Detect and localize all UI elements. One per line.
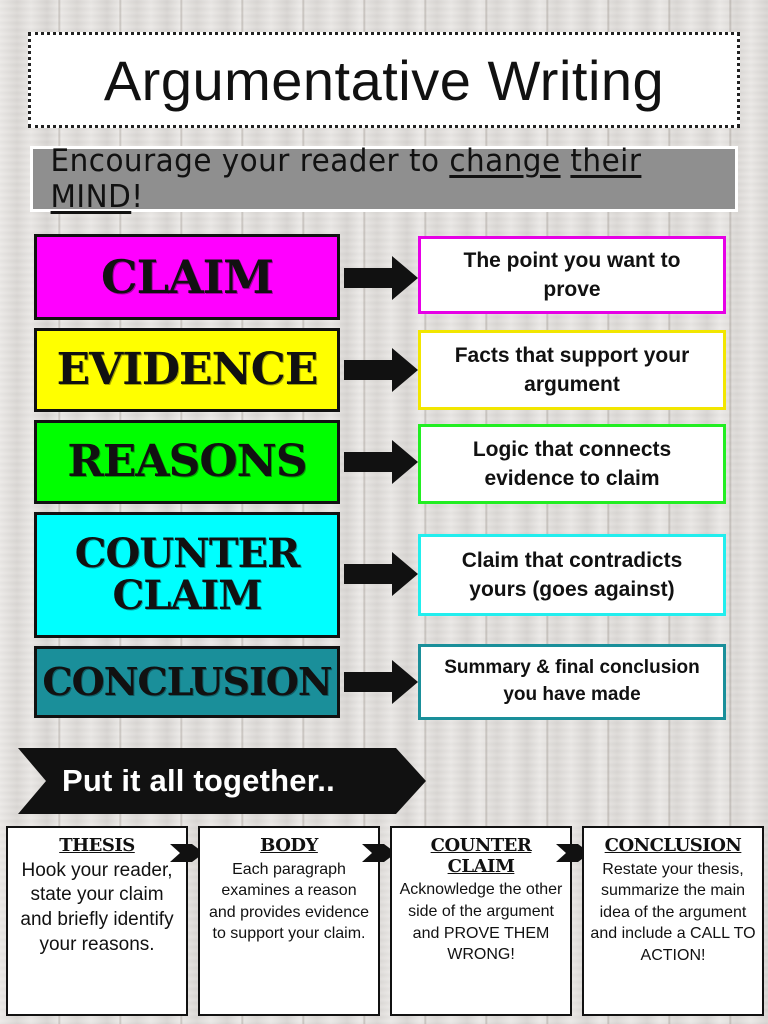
term-label-reasons: REASONS: [67, 435, 307, 487]
arrow-right-icon: [344, 552, 418, 596]
subtitle-underline-their: their: [570, 143, 642, 179]
term-claim-line-1: CLAIM: [100, 249, 274, 304]
definition-counter-claim: Claim that contradicts yours (goes again…: [418, 534, 726, 616]
term-conclusion-line-1: CONCLUSION: [42, 659, 332, 705]
subtitle-underline-change: change: [449, 143, 561, 179]
step-counter-claim-heading-line-1: COUNTER: [430, 835, 532, 856]
step-thesis-heading-line-1: THESIS: [59, 835, 135, 856]
step-body-heading-line-1: BODY: [260, 835, 318, 856]
arrow-right-icon: [344, 660, 418, 704]
banner-text: Put it all together..: [62, 763, 335, 798]
chevron-right-icon: [556, 844, 590, 862]
chevron-right-icon: [170, 844, 204, 862]
subtitle-banner: Encourage your reader to change their MI…: [30, 143, 738, 215]
title-box: Argumentative Writing: [28, 32, 740, 128]
subtitle-part-1: Encourage your reader to: [50, 143, 450, 179]
term-box-evidence: EVIDENCE: [34, 328, 340, 412]
subtitle-space-1: [561, 143, 571, 179]
definition-reasons: Logic that connects evidence to claim: [418, 424, 726, 504]
term-label-claim: CLAIM: [100, 249, 274, 304]
term-box-claim: CLAIM: [34, 234, 340, 320]
step-counter-claim-heading-line-2: CLAIM: [447, 855, 515, 877]
term-box-conclusion: CONCLUSION: [34, 646, 340, 718]
arrow-right-icon: [344, 348, 418, 392]
step-conclusion-heading-line-1: CONCLUSION: [604, 835, 742, 856]
term-counter-claim-line-2: CLAIM: [112, 572, 263, 619]
put-it-together-banner: Put it all together..: [18, 748, 426, 814]
term-label-conclusion: CONCLUSION: [42, 659, 332, 705]
step-heading-body: BODY: [206, 835, 372, 857]
chevron-right-icon: [362, 844, 396, 862]
definition-claim: The point you want to prove: [418, 236, 726, 314]
step-body-conclusion: Restate your thesis, summarize the main …: [590, 860, 756, 965]
definition-evidence: Facts that support your argument: [418, 330, 726, 410]
step-body-thesis: Hook your reader, state your claim and b…: [20, 859, 174, 955]
term-box-reasons: REASONS: [34, 420, 340, 504]
subtitle-underline-mind: MIND: [50, 179, 132, 215]
arrow-right-icon: [344, 440, 418, 484]
step-body-body: Each paragraph examines a reason and pro…: [208, 860, 370, 943]
page-title: Argumentative Writing: [103, 48, 665, 112]
subtitle-end: !: [131, 179, 144, 215]
definition-conclusion: Summary & final conclusion you have made: [418, 644, 726, 720]
term-label-evidence: EVIDENCE: [56, 343, 319, 395]
step-heading-thesis: THESIS: [14, 835, 180, 857]
step-box-thesis: THESIS Hook your reader, state your clai…: [6, 826, 188, 1016]
banner-arrow-shape: [18, 748, 426, 814]
step-box-body: BODY Each paragraph examines a reason an…: [198, 826, 380, 1016]
term-reasons-line-1: REASONS: [67, 435, 307, 487]
arrow-right-icon: [344, 256, 418, 300]
term-counter-claim-line-1: COUNTER: [74, 530, 301, 577]
step-body-counter-claim: Acknowledge the other side of the argume…: [399, 881, 563, 964]
subtitle: Encourage your reader to change their MI…: [51, 143, 718, 215]
step-heading-conclusion: CONCLUSION: [590, 835, 756, 857]
term-evidence-line-1: EVIDENCE: [56, 343, 319, 395]
step-box-conclusion: CONCLUSION Restate your thesis, summariz…: [582, 826, 764, 1016]
